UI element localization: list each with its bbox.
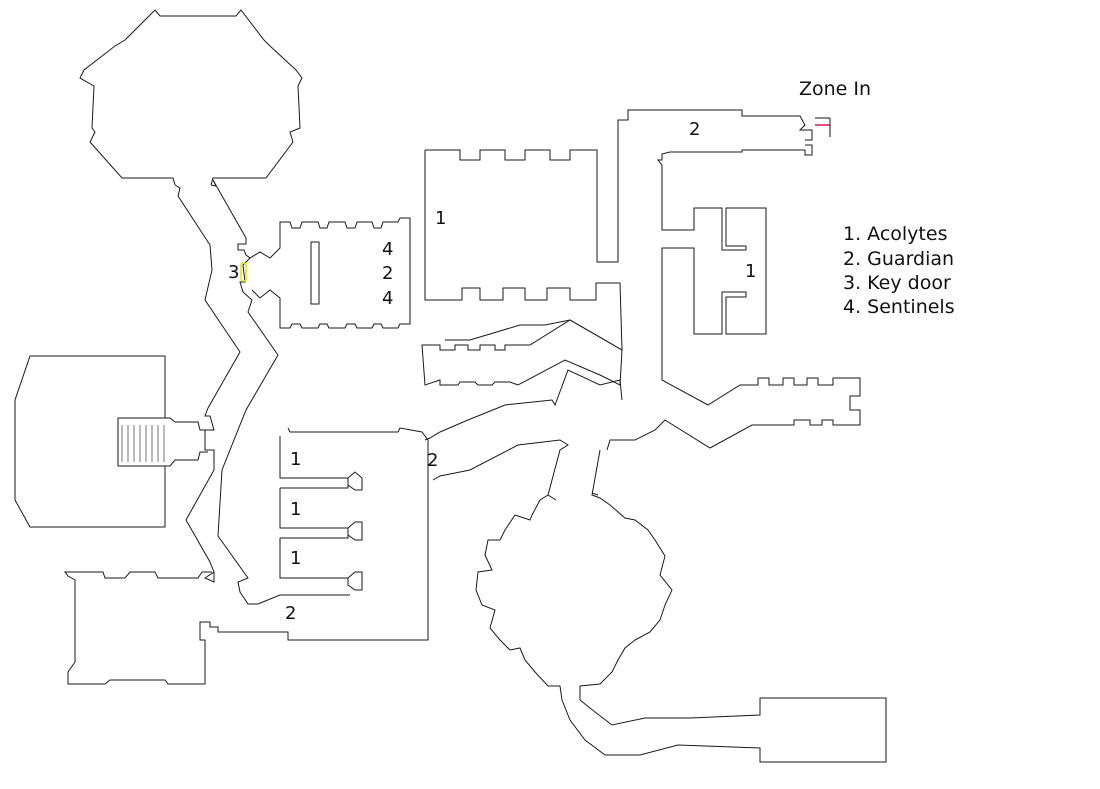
north-hall-west-block [424, 150, 623, 351]
south-west-passage [591, 492, 599, 496]
key-door-passage [249, 217, 411, 329]
marker-acolytes-alcove-1: 1 [290, 449, 302, 470]
marker-guardian-entrance: 2 [689, 119, 701, 140]
south-gear-room [475, 449, 887, 763]
inner-pillar [310, 241, 320, 305]
west-corridor-left-wall [174, 184, 241, 583]
middle-diagonal-passage [424, 369, 623, 501]
middle-west-hall [64, 427, 429, 685]
middle-winding-passage [421, 319, 623, 386]
marker-acolytes-alcove-2: 1 [290, 499, 302, 520]
marker-acolytes-east-room: 1 [745, 261, 757, 282]
alcove-2 [279, 480, 363, 541]
zone-in-label: Zone In [799, 78, 872, 100]
marker-sentinels-lower: 4 [382, 288, 394, 309]
alcove-3 [257, 530, 363, 605]
north-hall-room [425, 109, 861, 451]
west-stair-room [14, 355, 166, 528]
north-octagon-room [79, 9, 303, 186]
west-staircase [121, 425, 165, 462]
legend-acolytes: 1. Acolytes [843, 223, 948, 245]
legend-sentinels: 4. Sentinels [843, 296, 955, 318]
legend-guardian: 2. Guardian [843, 248, 955, 270]
legend-key-door: 3. Key door [843, 272, 951, 294]
marker-guardian-south: 2 [285, 603, 297, 624]
marker-acolytes-alcove-3: 1 [290, 548, 302, 569]
west-stair-connector [118, 417, 208, 467]
marker-guardian-middle: 2 [427, 450, 439, 471]
marker-acolytes-north-hall: 1 [435, 208, 447, 229]
zone-in-marker[interactable] [815, 117, 831, 137]
west-corridor-right-wall [210, 179, 279, 605]
key-door[interactable] [240, 262, 247, 282]
marker-sentinels-upper: 4 [382, 239, 394, 260]
marker-guardian-chamber: 2 [382, 263, 394, 284]
alcove-1 [279, 436, 363, 491]
marker-key-door: 3 [228, 262, 240, 283]
